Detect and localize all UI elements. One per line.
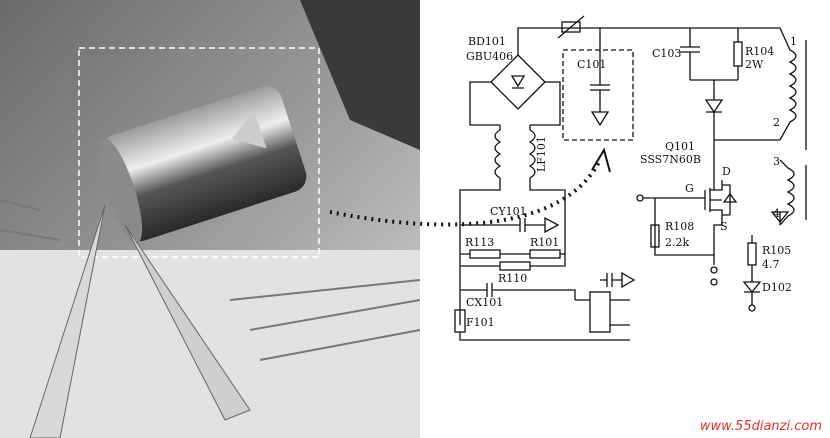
label-r113: R113	[465, 236, 494, 249]
photo-pcb-traces	[0, 199, 420, 361]
label-r104-value: 2W	[745, 58, 764, 71]
wire-bridge-top	[517, 27, 750, 55]
c101-dashed-box	[562, 49, 634, 141]
r101-resistor	[529, 249, 561, 259]
highlight-frame	[78, 47, 320, 258]
transformer-aux	[779, 159, 795, 226]
transformer-primary	[779, 27, 797, 141]
r105-resistor	[747, 242, 757, 266]
label-c101: C101	[577, 58, 606, 71]
body-diode-icon	[722, 190, 738, 215]
watermark-text: www.55dianzi.com	[699, 419, 822, 434]
label-pin-g: G	[685, 182, 694, 195]
label-r105: R105	[762, 244, 791, 257]
d102-diode-icon	[742, 281, 762, 305]
label-bd101: BD101	[468, 35, 506, 48]
pointer-arrow	[329, 159, 602, 227]
wire-bridge-left	[469, 81, 500, 126]
label-r108: R108	[665, 220, 694, 233]
label-r108-value: 2.2k	[665, 236, 689, 249]
capacitor-can	[98, 86, 307, 244]
label-f101: F101	[466, 316, 495, 329]
label-d102: D102	[762, 281, 792, 294]
lf101-coil	[494, 129, 536, 179]
label-cx101: CX101	[466, 296, 503, 309]
label-gbu406: GBU406	[466, 50, 513, 63]
c103-capacitor	[680, 28, 700, 80]
label-q101: Q101	[665, 140, 695, 153]
label-coil-pin-4: 4	[773, 207, 780, 220]
label-c103: C103	[652, 47, 681, 60]
c101-capacitor	[590, 28, 610, 127]
bridge-diode-icon	[510, 75, 526, 89]
photo-dark-corner	[300, 0, 420, 150]
label-pin-d: D	[722, 165, 731, 178]
label-r104: R104	[745, 45, 774, 58]
thermistor-symbol	[561, 21, 581, 33]
r104-resistor	[733, 41, 743, 67]
bridge-rectifier-symbol	[490, 54, 546, 110]
r113-resistor	[469, 249, 501, 259]
cx101-capacitor	[460, 283, 576, 300]
probe-right	[124, 224, 251, 421]
relay-coil	[589, 291, 611, 333]
label-r105-value: 4.7	[762, 258, 780, 271]
label-lf101: LF101	[535, 136, 548, 172]
probe-left	[29, 204, 106, 438]
diode-icon	[704, 99, 724, 140]
label-coil-pin-1: 1	[790, 35, 797, 48]
cap-small	[600, 271, 636, 289]
component-photo	[0, 0, 420, 438]
r108-resistor	[650, 224, 660, 248]
label-cy101: CY101	[490, 205, 527, 218]
label-coil-pin-3: 3	[773, 155, 780, 168]
label-q101-part: SSS7N60B	[640, 153, 701, 166]
r110-resistor	[499, 261, 531, 271]
label-r110: R110	[498, 272, 527, 285]
cy101-capacitor	[460, 216, 560, 234]
mosfet-q101	[704, 140, 723, 235]
label-r101: R101	[530, 236, 559, 249]
label-pin-s: S	[720, 220, 728, 233]
wire-bridge-right	[530, 81, 561, 126]
label-coil-pin-2: 2	[773, 116, 780, 129]
ground-icon	[770, 211, 790, 225]
